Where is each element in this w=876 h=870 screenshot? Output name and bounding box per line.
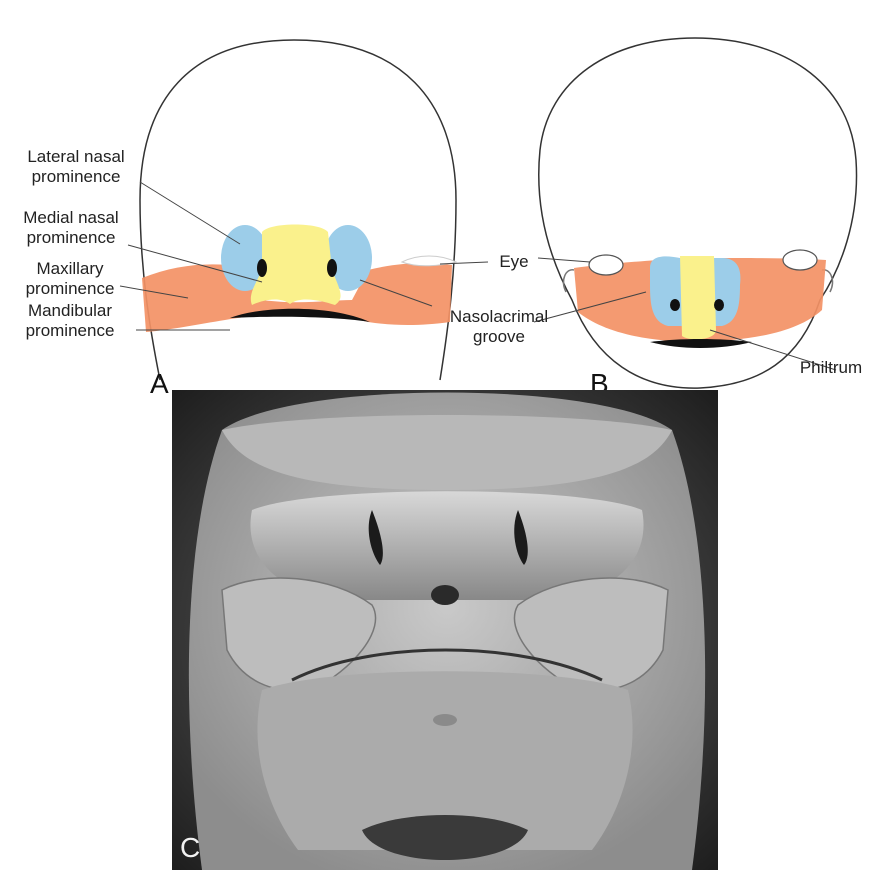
label-medial-nasal: Medial nasal prominence — [6, 208, 136, 248]
label-eye: Eye — [492, 252, 536, 272]
sem-face-rendering — [172, 390, 718, 870]
nostril-right-a — [327, 259, 337, 277]
eye-left-b — [589, 255, 623, 275]
eye-right-b — [783, 250, 817, 270]
label-maxillary: Maxillary prominence — [6, 259, 134, 299]
head-b — [539, 38, 857, 388]
nostril-left-b — [670, 299, 680, 311]
label-philtrum: Philtrum — [790, 358, 872, 378]
head-a — [140, 40, 456, 380]
label-lateral-nasal: Lateral nasal prominence — [6, 147, 146, 187]
nostril-left-a — [257, 259, 267, 277]
philtrum-b — [680, 256, 716, 339]
sem-photograph: C — [172, 390, 718, 870]
nostril-right-b — [714, 299, 724, 311]
panel-label-c: C — [180, 834, 200, 862]
label-nasolacrimal: Nasolacrimal groove — [444, 307, 554, 347]
label-mandibular: Mandibular prominence — [6, 301, 134, 341]
panel-label-a: A — [150, 370, 169, 398]
